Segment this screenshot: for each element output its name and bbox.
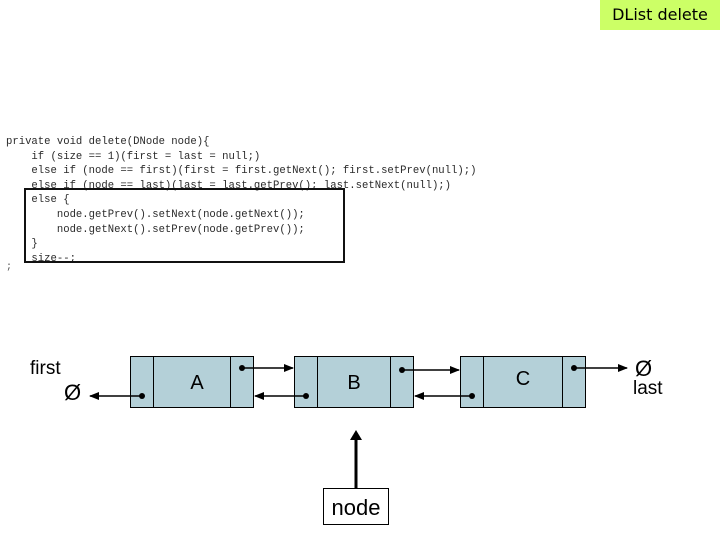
slide-title: DList delete <box>600 0 720 30</box>
node-c-next-cell <box>562 356 586 408</box>
code-line: } <box>6 238 38 251</box>
code-highlight-box <box>24 188 345 263</box>
node-b-prev-cell <box>294 356 318 408</box>
node-c-prev-cell <box>460 356 484 408</box>
first-label: first <box>30 358 61 379</box>
node-b-next-cell <box>390 356 414 408</box>
last-label: last <box>633 378 663 399</box>
code-line: else if (node == first)(first = first.ge… <box>6 165 477 178</box>
node-a-prev-cell <box>130 356 154 408</box>
node-pointer-label: node <box>323 488 389 525</box>
code-trailing: ; <box>6 262 13 273</box>
node-c-data: C <box>484 356 562 408</box>
node-a-data: A <box>154 356 240 408</box>
code-line: node.getPrev().setNext(node.getNext()); <box>6 208 305 221</box>
code-line: private void delete(DNode node){ <box>6 136 210 148</box>
node-a-next-cell <box>230 356 254 408</box>
code-line: else { <box>6 194 70 207</box>
code-line: node.getNext().setPrev(node.getPrev()); <box>6 223 305 236</box>
null-symbol-left: Ø <box>64 380 82 405</box>
code-line: if (size == 1)(first = last = null;) <box>6 150 261 163</box>
node-b-data: B <box>318 356 390 408</box>
null-symbol-right: Ø <box>635 356 653 381</box>
